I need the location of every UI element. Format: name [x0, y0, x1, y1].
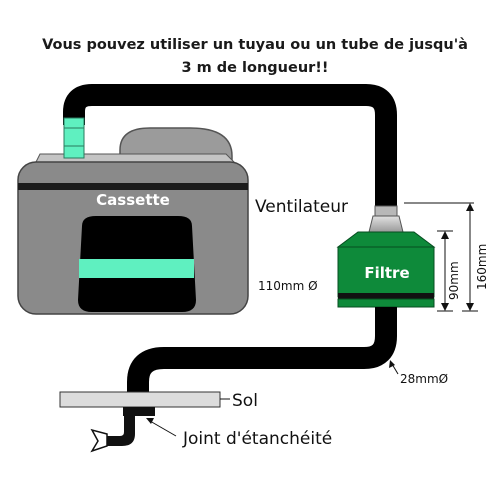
cassette-connector	[63, 117, 85, 159]
filter-band	[338, 293, 434, 299]
diameter-110-label: 110mm Ø	[258, 279, 318, 293]
floor-plate	[59, 391, 221, 408]
fan-body	[368, 215, 404, 233]
sol-label: Sol	[232, 391, 258, 411]
seal-flange	[123, 407, 155, 416]
cassette-label: Cassette	[96, 191, 170, 209]
hose-lower	[127, 307, 397, 406]
height-90-label: 90mm	[447, 261, 461, 300]
headline-line-2: 3 m de longueur!!	[181, 60, 328, 76]
filter-base	[337, 298, 435, 308]
dimension-160mm	[404, 202, 478, 312]
hose-upper	[63, 84, 397, 208]
diameter-28-label: 28mmØ	[400, 372, 448, 386]
filter-cap	[336, 231, 436, 248]
ventilateur-label: Ventilateur	[255, 197, 348, 217]
dimension-90mm	[437, 230, 453, 312]
filtre-label: Filtre	[364, 264, 409, 282]
cassette-window-stripe	[79, 259, 194, 278]
diameter-28-arrowhead	[389, 360, 395, 368]
joint-label: Joint d'étanchéité	[182, 429, 332, 449]
headline-line-1: Vous pouvez utiliser un tuyau ou un tube…	[42, 37, 468, 53]
joint-pointer	[149, 420, 177, 437]
joint-arrowhead	[146, 418, 154, 424]
height-160-label: 160mm	[475, 244, 489, 290]
cassette-top-band	[18, 183, 248, 190]
filter-body	[337, 246, 435, 298]
seal-outlet-tip	[90, 428, 108, 453]
seal-elbow	[107, 416, 135, 446]
fan-top	[374, 205, 398, 217]
